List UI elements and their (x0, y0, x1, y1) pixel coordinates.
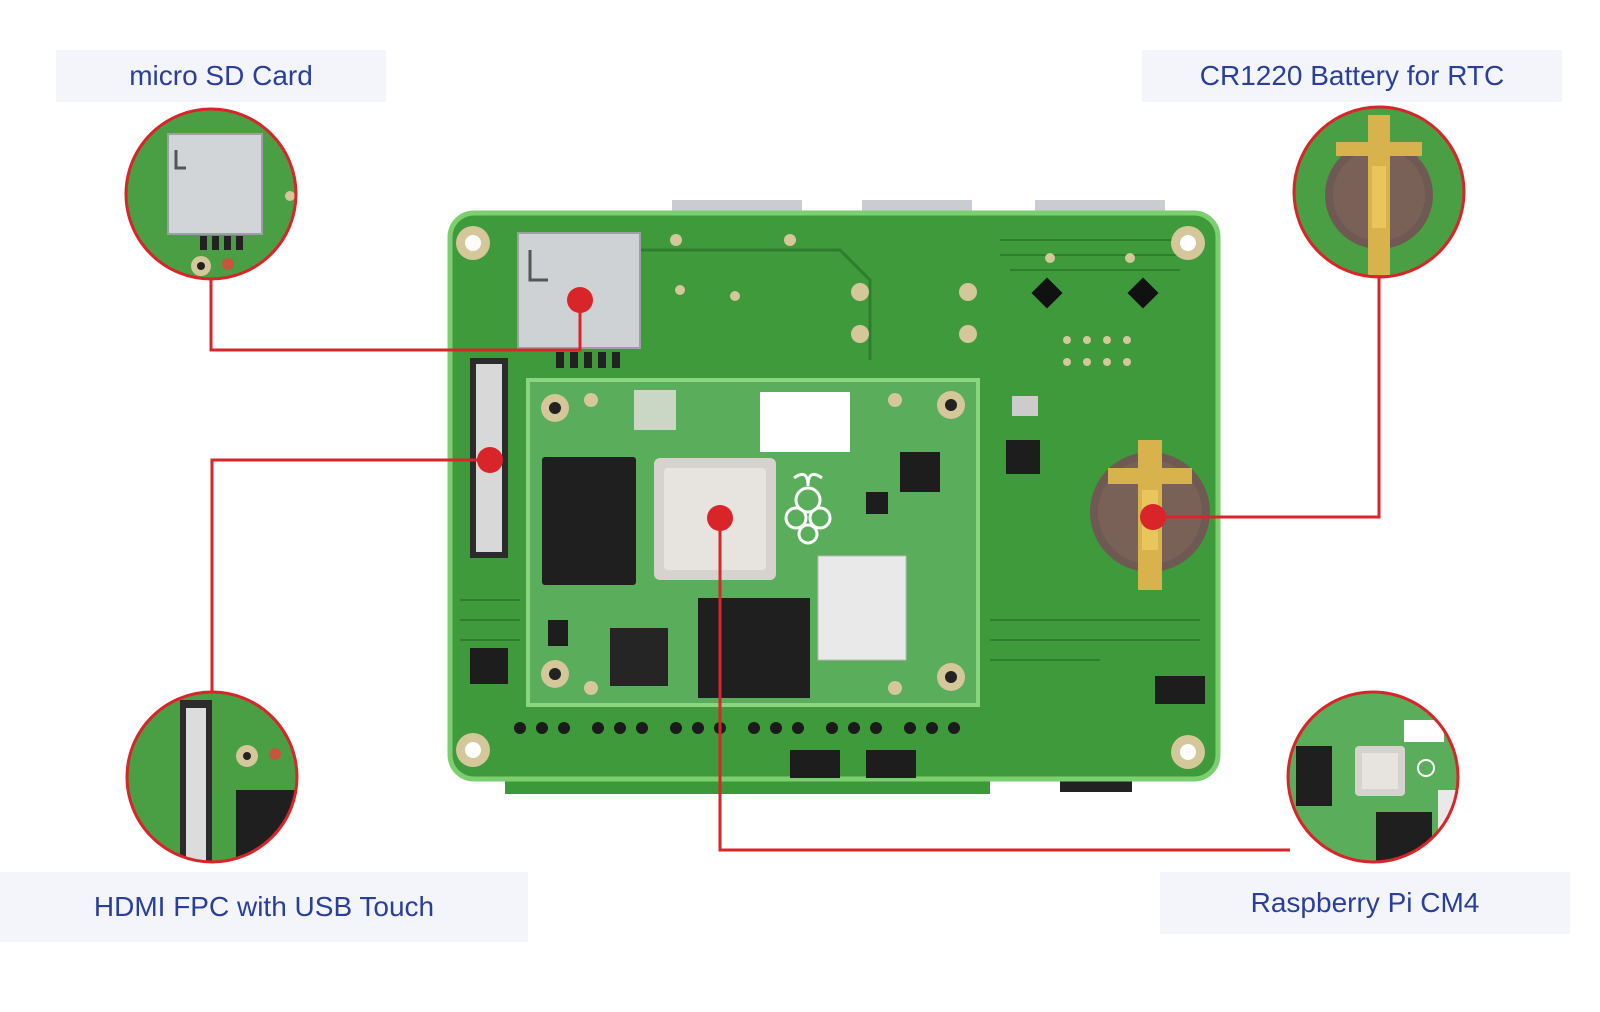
marker-hdmi-fpc (477, 447, 503, 473)
marker-battery (1140, 504, 1166, 530)
raspberry-pi-logo (784, 472, 832, 545)
cm4-module (526, 378, 980, 707)
label-cr1220-battery: CR1220 Battery for RTC (1142, 50, 1562, 102)
label-hdmi-fpc: HDMI FPC with USB Touch (0, 872, 528, 942)
leader-cm4 (718, 518, 1290, 852)
callout-cm4 (1286, 690, 1460, 864)
callout-battery (1292, 105, 1466, 279)
leader-battery (1153, 277, 1381, 519)
marker-micro-sd (567, 287, 593, 313)
label-micro-sd-card: micro SD Card (56, 50, 386, 102)
label-raspberry-pi-cm4: Raspberry Pi CM4 (1160, 872, 1570, 934)
marker-cm4 (707, 505, 733, 531)
callout-micro-sd (124, 107, 298, 281)
leader-lines (209, 277, 1381, 852)
leader-micro-sd (209, 279, 582, 352)
leader-hdmi-fpc (210, 458, 490, 692)
callout-hdmi-fpc (125, 690, 299, 864)
marker-dots (477, 287, 1166, 531)
